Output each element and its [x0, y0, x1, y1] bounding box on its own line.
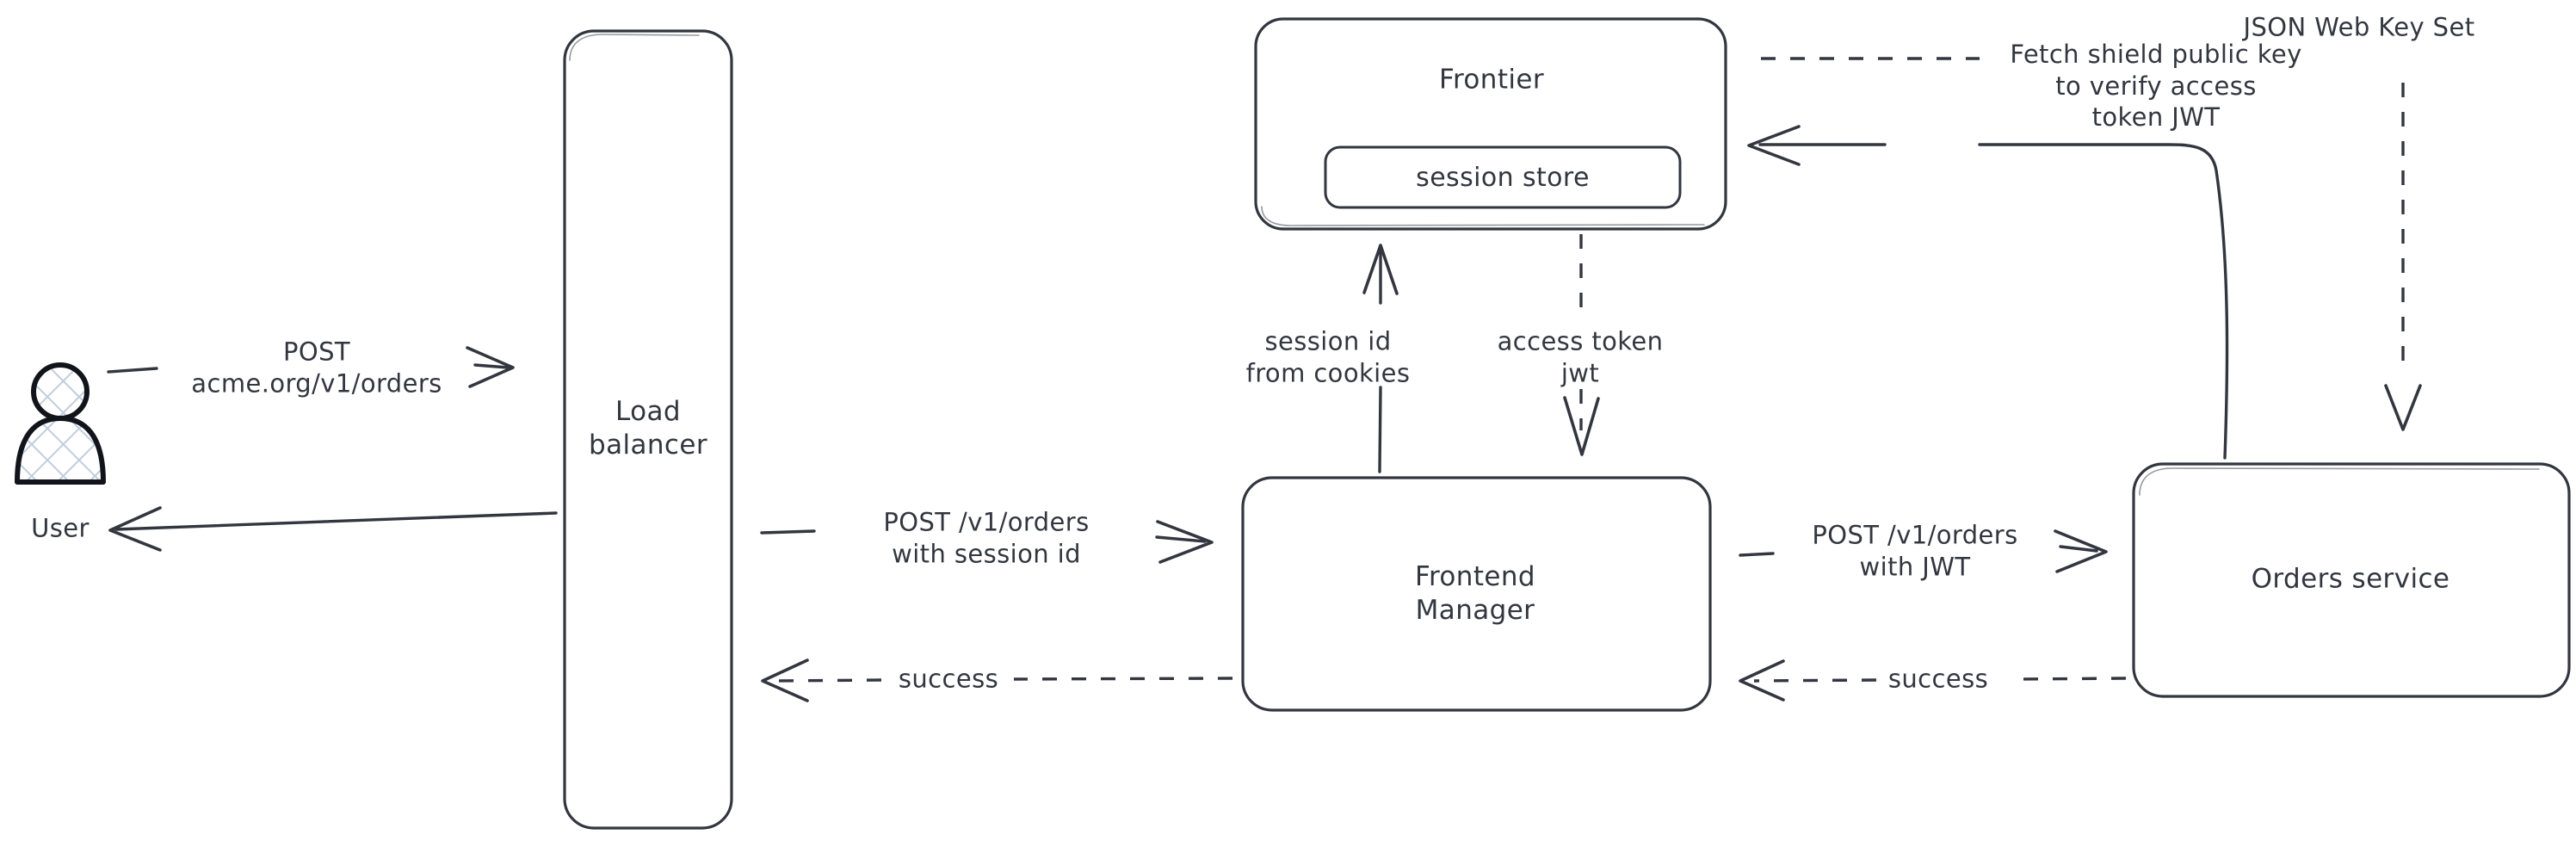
node-orders-service[interactable] [2132, 462, 2571, 698]
edge-load-balancer-to-frontend-manager [760, 520, 1214, 564]
node-frontend-manager[interactable] [1241, 476, 1712, 712]
edge-load-balancer-to-user [108, 506, 558, 552]
node-session-store[interactable] [1324, 145, 1682, 209]
edge-orders-service-to-frontend-manager [1739, 659, 2127, 702]
user-head-icon [31, 362, 90, 421]
node-load-balancer[interactable] [563, 29, 733, 830]
edge-frontend-manager-to-load-balancer [761, 658, 1233, 702]
edge-json-web-key-set [1761, 57, 2422, 431]
edge-user-to-load-balancer [107, 346, 515, 388]
node-frontier[interactable] [1254, 17, 1727, 231]
edge-frontend-manager-to-orders-service [1739, 529, 2108, 573]
edge-frontend-manager-to-frontier [1362, 244, 1399, 473]
edge-orders-service-to-frontier [1747, 125, 2229, 460]
user-body-icon [15, 416, 106, 485]
node-user-actor [15, 362, 106, 485]
edge-frontier-to-frontend-manager [1563, 234, 1600, 456]
